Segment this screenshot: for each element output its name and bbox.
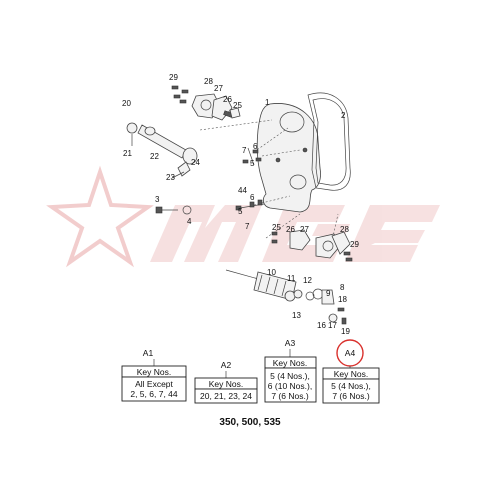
callout-6-lower: 6 (250, 193, 255, 202)
callout-17: 17 (328, 321, 337, 330)
watermark-letter-e (345, 205, 440, 262)
gasket-part (307, 92, 351, 191)
callout-25-right: 25 (272, 223, 281, 232)
table-tag-a4: A4 (345, 348, 356, 358)
model-numbers: 350, 500, 535 (219, 417, 281, 428)
table-line-a2-1: 20, 21, 23, 24 (200, 391, 252, 401)
table-line-a3-2: 6 (10 Nos.), (268, 381, 312, 391)
timing-cover-part (256, 103, 321, 213)
key-table-a4: A4 Key Nos. 5 (4 Nos.), 7 (6 Nos.) (322, 339, 380, 404)
callout-29-right: 29 (350, 240, 359, 249)
bolt-3-4 (155, 205, 192, 215)
callout-26-right: 26 (286, 225, 295, 234)
top-cover-assembly (171, 85, 241, 121)
table-line-a4-2: 7 (6 Nos.) (332, 391, 369, 401)
worm-shaft-assembly (225, 269, 347, 325)
key-tables: A1 Key Nos. All Except 2, 5, 6, 7, 44 A2… (121, 338, 380, 404)
key-table-a2: A2 Key Nos. 20, 21, 23, 24 (194, 360, 258, 404)
table-header-a3: Key Nos. (273, 358, 308, 368)
callout-10: 10 (267, 268, 276, 277)
callout-5-upper: 5 (250, 159, 255, 168)
callout-1: 1 (265, 98, 270, 107)
table-header-a4: Key Nos. (334, 369, 369, 379)
callout-25: 25 (233, 101, 242, 110)
table-tag-a2: A2 (221, 360, 232, 370)
callout-21: 21 (123, 149, 132, 158)
watermark-letter-m (150, 205, 262, 262)
fasteners-44 (235, 199, 265, 211)
callout-4: 4 (187, 217, 192, 226)
table-header-a1: Key Nos. (137, 367, 172, 377)
callout-5: 5 (238, 207, 243, 216)
table-line-a4-1: 5 (4 Nos.), (331, 381, 371, 391)
callout-2: 2 (341, 111, 346, 120)
oil-pump-assembly (271, 229, 353, 262)
table-line-a3-1: 5 (4 Nos.), (270, 371, 310, 381)
table-header-a2: Key Nos. (209, 379, 244, 389)
callout-27-right: 27 (300, 225, 309, 234)
callout-11: 11 (287, 274, 296, 283)
callout-44: 44 (238, 186, 247, 195)
table-line-a1-1: All Except (135, 379, 173, 389)
callout-12: 12 (303, 276, 312, 285)
studs-left (242, 147, 262, 166)
callout-22: 22 (150, 152, 159, 161)
callout-7-lower: 7 (245, 222, 250, 231)
callout-9: 9 (326, 289, 331, 298)
callout-20: 20 (122, 99, 131, 108)
callout-23: 23 (166, 173, 175, 182)
key-table-a1: A1 Key Nos. All Except 2, 5, 6, 7, 44 (121, 348, 187, 402)
table-line-a3-3: 7 (6 Nos.) (271, 391, 308, 401)
callout-24: 24 (191, 158, 200, 167)
callout-29: 29 (169, 73, 178, 82)
callout-26: 26 (223, 95, 232, 104)
table-tag-a1: A1 (143, 348, 154, 358)
callout-28: 28 (204, 77, 213, 86)
timing-cover-outline (256, 103, 321, 213)
table-tag-a3: A3 (285, 338, 296, 348)
callout-6: 6 (253, 142, 258, 151)
callout-19: 19 (341, 327, 350, 336)
callout-16: 16 (317, 321, 326, 330)
assembly-lines (199, 119, 339, 251)
callout-8: 8 (340, 283, 345, 292)
callout-18: 18 (338, 295, 347, 304)
callout-numbers: 1 2 3 4 5 6 7 5 6 7 44 8 9 10 11 12 13 1… (122, 73, 359, 336)
callout-27: 27 (214, 84, 223, 93)
key-table-a3: A3 Key Nos. 5 (4 Nos.), 6 (10 Nos.), 7 (… (264, 338, 317, 403)
camshaft-assembly (126, 122, 198, 179)
table-line-a1-2: 2, 5, 6, 7, 44 (130, 389, 178, 399)
mge-watermark (46, 165, 440, 268)
callout-13: 13 (292, 311, 301, 320)
callout-7: 7 (242, 146, 247, 155)
watermark-star (46, 165, 154, 268)
callout-28-right: 28 (340, 225, 349, 234)
callout-3: 3 (155, 195, 160, 204)
